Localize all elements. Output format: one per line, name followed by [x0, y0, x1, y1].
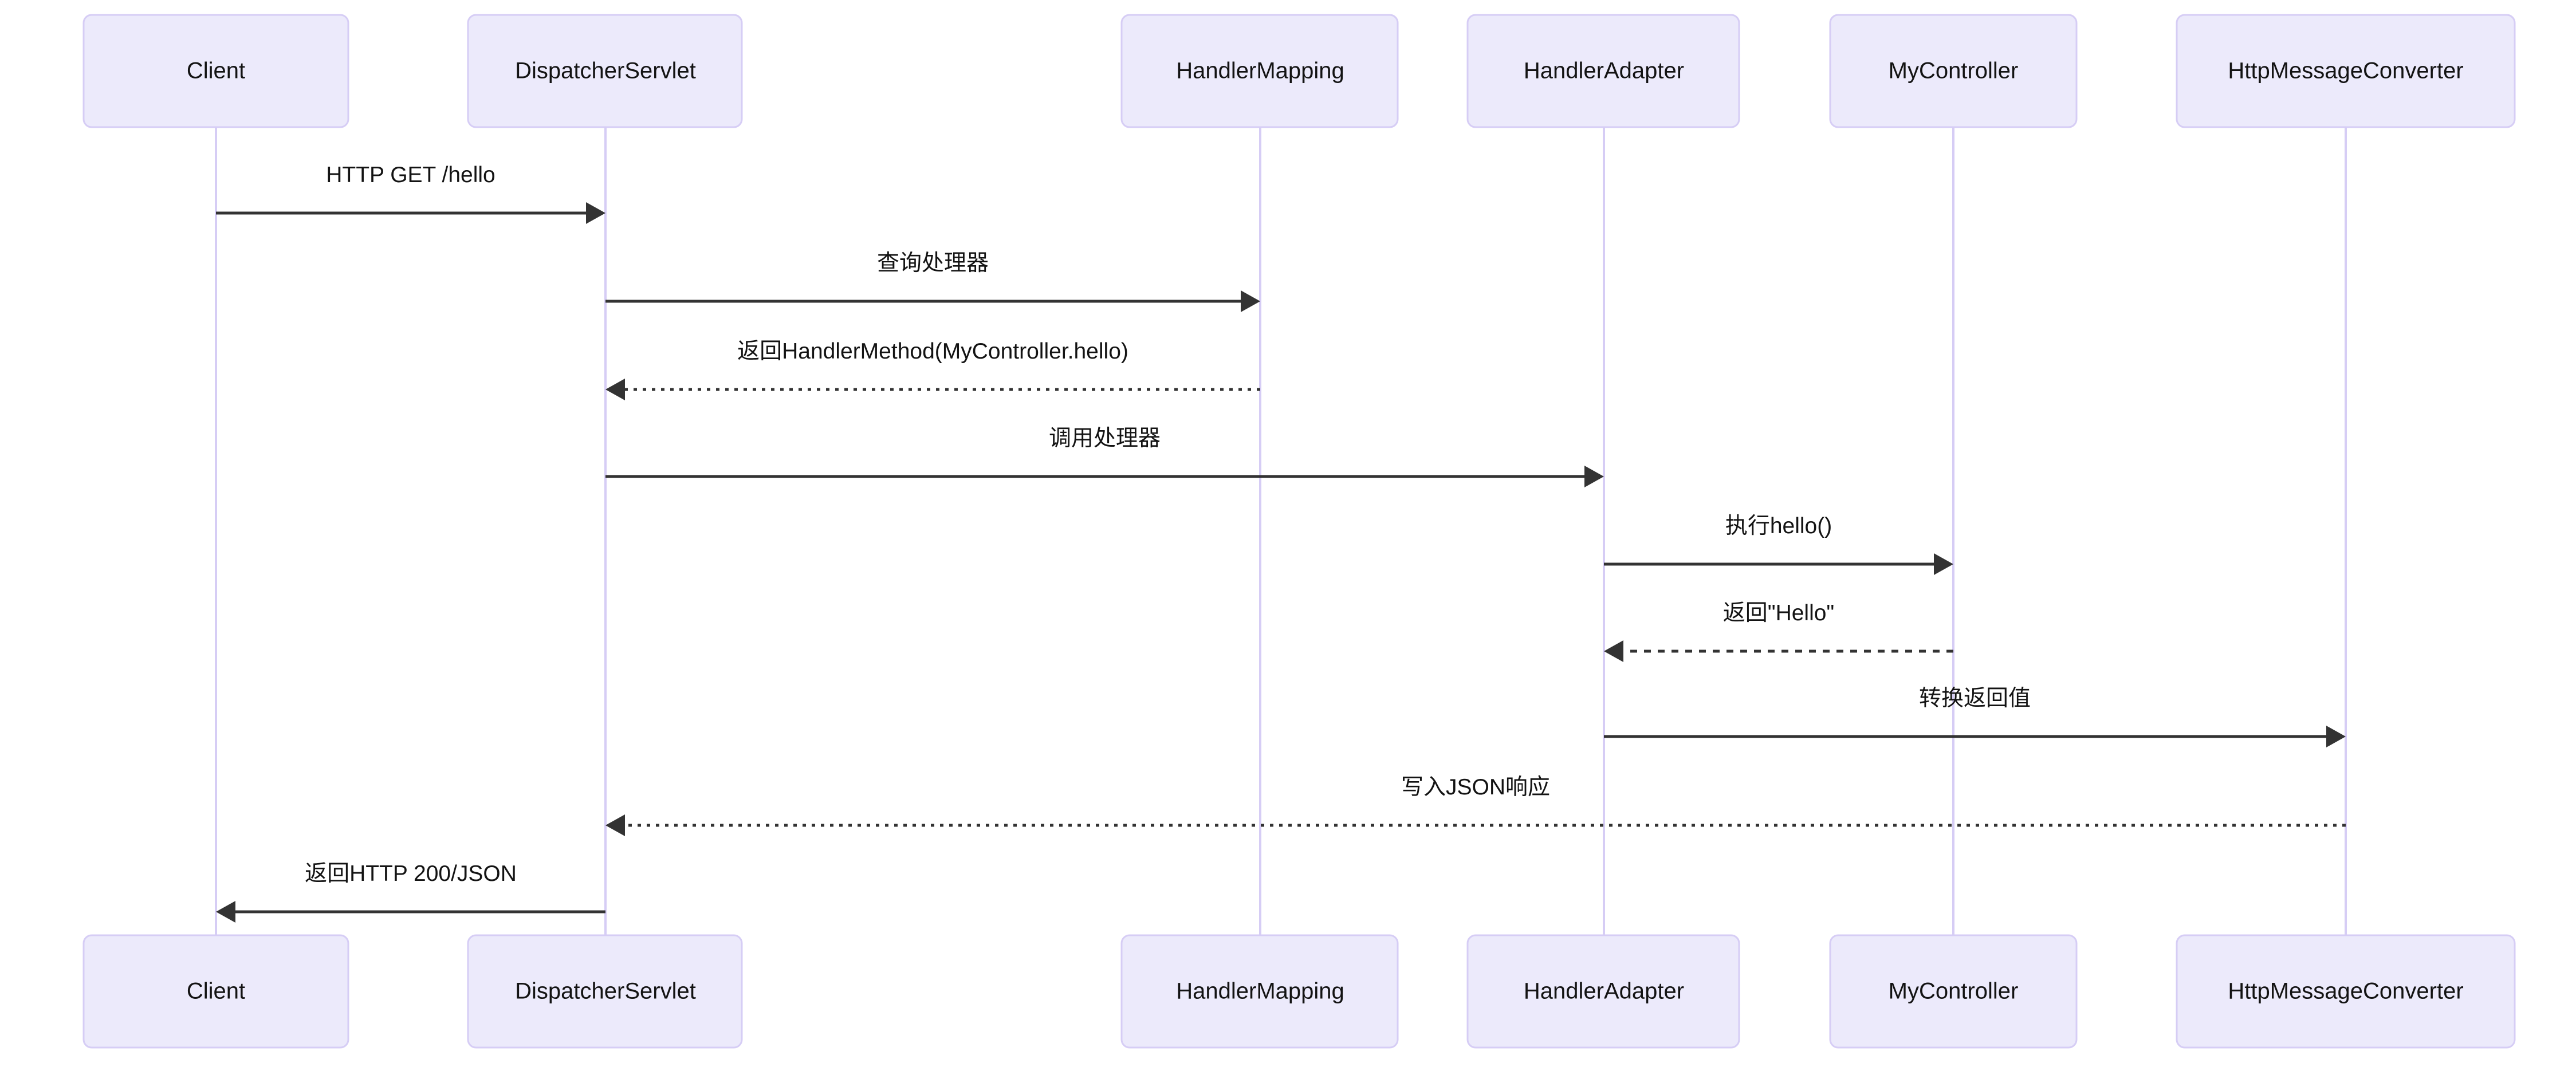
- participant-label: MyController: [1889, 979, 2019, 1004]
- participant-label: Client: [187, 979, 245, 1004]
- message-arrowhead: [2326, 726, 2346, 747]
- message-arrowhead: [1934, 553, 1953, 575]
- participant-label: DispatcherServlet: [515, 58, 696, 84]
- message-label: 返回HandlerMethod(MyController.hello): [737, 339, 1128, 364]
- participant-box: [1120, 934, 1399, 1049]
- participant-label: HandlerMapping: [1176, 58, 1344, 84]
- message-3: 返回HandlerMethod(MyController.hello): [605, 339, 1260, 400]
- participant-box: [1466, 14, 1740, 128]
- participant-box: [2176, 14, 2516, 128]
- participant-dispatcher-bottom[interactable]: DispatcherServlet: [467, 934, 743, 1049]
- participant-controller-bottom[interactable]: MyController: [1829, 934, 2078, 1049]
- participant-label: DispatcherServlet: [515, 979, 696, 1004]
- lifelines-layer: [215, 127, 2347, 935]
- message-arrowhead: [216, 901, 235, 923]
- participant-label: MyController: [1889, 58, 2019, 84]
- participant-adapter-top[interactable]: HandlerAdapter: [1466, 14, 1740, 128]
- message-2: 查询处理器: [605, 251, 1260, 312]
- message-label: 查询处理器: [877, 251, 989, 275]
- participant-box: [467, 934, 743, 1049]
- participant-label: HttpMessageConverter: [2228, 58, 2463, 84]
- message-6: 返回"Hello": [1604, 601, 1953, 662]
- message-5: 执行hello(): [1604, 514, 1953, 575]
- participant-converter-bottom[interactable]: HttpMessageConverter: [2176, 934, 2516, 1049]
- message-label: 执行hello(): [1725, 514, 1832, 538]
- participant-client-top[interactable]: Client: [82, 14, 349, 128]
- participant-label: Client: [187, 58, 245, 84]
- message-7: 转换返回值: [1604, 686, 2346, 747]
- participant-adapter-bottom[interactable]: HandlerAdapter: [1466, 934, 1740, 1049]
- message-label: 返回HTTP 200/JSON: [305, 861, 517, 886]
- participant-label: HandlerAdapter: [1524, 979, 1684, 1004]
- message-9: 返回HTTP 200/JSON: [216, 861, 605, 923]
- message-label: HTTP GET /hello: [326, 163, 495, 187]
- participant-label: HandlerMapping: [1176, 979, 1344, 1004]
- participant-box: [82, 14, 349, 128]
- participant-converter-top[interactable]: HttpMessageConverter: [2176, 14, 2516, 128]
- participant-label: HandlerAdapter: [1524, 58, 1684, 84]
- message-arrowhead: [605, 814, 625, 836]
- participant-box: [1466, 934, 1740, 1049]
- message-label: 返回"Hello": [1723, 601, 1835, 625]
- message-label: 调用处理器: [1049, 426, 1161, 451]
- message-label: 写入JSON响应: [1401, 775, 1550, 800]
- participant-client-bottom[interactable]: Client: [82, 934, 349, 1049]
- messages-layer: HTTP GET /hello 查询处理器返回HandlerMethod(MyCo…: [216, 163, 2346, 923]
- participant-box: [1829, 14, 2078, 128]
- participant-label: HttpMessageConverter: [2228, 979, 2463, 1004]
- message-label: 转换返回值: [1919, 686, 2031, 711]
- participant-mapping-bottom[interactable]: HandlerMapping: [1120, 934, 1399, 1049]
- participant-controller-top[interactable]: MyController: [1829, 14, 2078, 128]
- participant-box: [1120, 14, 1399, 128]
- message-8: 写入JSON响应: [605, 775, 2346, 836]
- participants-layer: ClientClientDispatcherServletDispatcherS…: [82, 14, 2516, 1049]
- message-arrowhead: [1584, 466, 1604, 487]
- participant-box: [467, 14, 743, 128]
- participant-dispatcher-top[interactable]: DispatcherServlet: [467, 14, 743, 128]
- message-arrowhead: [1604, 640, 1623, 662]
- participant-box: [2176, 934, 2516, 1049]
- participant-box: [1829, 934, 2078, 1049]
- message-arrowhead: [1241, 290, 1260, 312]
- participant-mapping-top[interactable]: HandlerMapping: [1120, 14, 1399, 128]
- message-1: HTTP GET /hello: [216, 163, 605, 224]
- participant-box: [82, 934, 349, 1049]
- message-arrowhead: [605, 379, 625, 400]
- message-4: 调用处理器: [605, 426, 1604, 487]
- message-arrowhead: [586, 202, 605, 224]
